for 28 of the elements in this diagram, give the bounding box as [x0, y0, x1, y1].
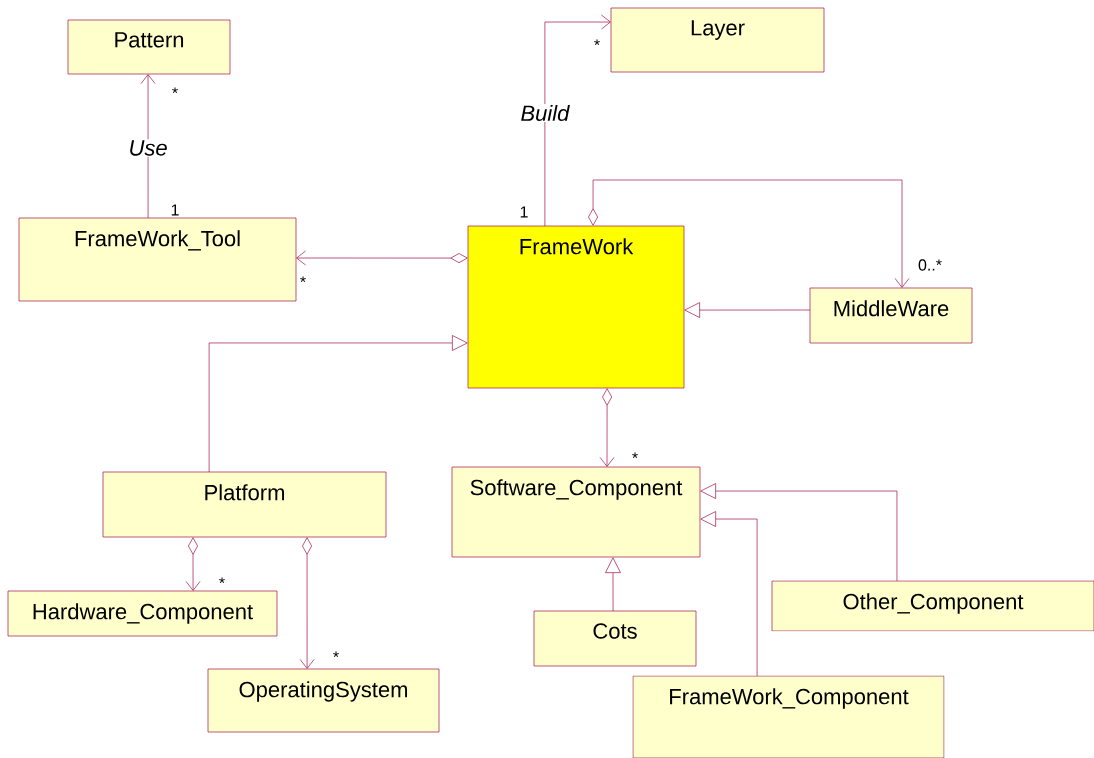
connector-arrow: [599, 388, 615, 467]
multiplicity-label: *: [219, 577, 225, 584]
class-box: OperatingSystem: [207, 668, 440, 733]
class-box: Other_Component: [771, 580, 1094, 632]
class-box: Software_Component: [451, 466, 701, 558]
connector-arrow: [208, 335, 468, 473]
class-box: Hardware_Component: [7, 590, 278, 637]
connector-arrow: [588, 179, 910, 288]
class-box: Platform: [102, 471, 387, 538]
edge-label: Use: [127, 139, 169, 157]
multiplicity-label: 0..*: [918, 259, 942, 271]
connector-arrow: [684, 302, 811, 318]
connector-arrow: [140, 74, 156, 219]
class-box: Pattern: [67, 19, 231, 75]
connector-arrow: [605, 557, 621, 612]
class-box: Cots: [533, 610, 697, 667]
class-box: FrameWork_Tool: [18, 217, 297, 302]
class-box: FrameWork_Component: [632, 675, 945, 758]
connector-arrow: [544, 14, 611, 227]
edge-label: Build: [519, 103, 571, 123]
connector-arrow: [296, 250, 468, 266]
connector-arrow: [700, 483, 898, 582]
class-box: Layer: [610, 7, 825, 73]
connector-arrow: [185, 537, 201, 591]
class-box: MiddleWare: [809, 287, 973, 344]
connector-arrow: [299, 537, 315, 669]
connector-arrow: [700, 511, 758, 677]
class-box: FrameWork: [467, 225, 685, 389]
